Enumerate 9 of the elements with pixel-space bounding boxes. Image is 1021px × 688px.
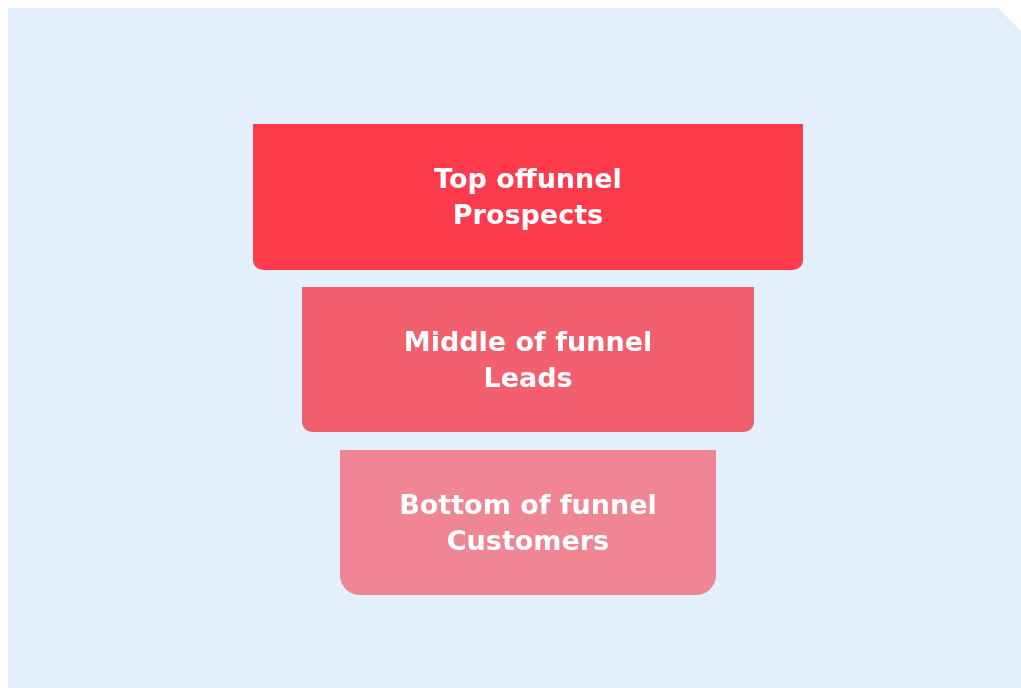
stage-title: Middle of funnel — [403, 324, 653, 359]
stage-audience: Prospects — [452, 198, 604, 232]
stage-audience: Customers — [446, 523, 610, 558]
stage-audience: Leads — [483, 360, 573, 395]
stage-title: Bottom of funnel — [399, 487, 657, 522]
stage-title: Top offunnel — [434, 162, 622, 196]
funnel-stage — [253, 124, 803, 270]
funnel-stage — [340, 450, 716, 595]
funnel-stage — [302, 287, 754, 432]
